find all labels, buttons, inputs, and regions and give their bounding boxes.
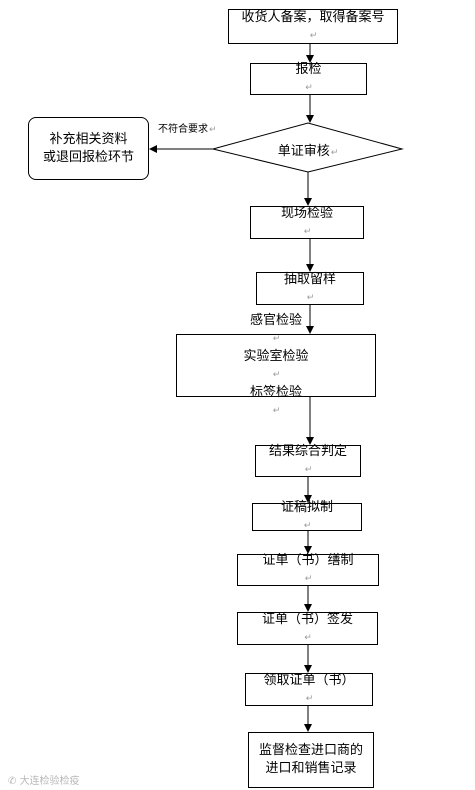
node-draft-text: 证稿拟制 — [280, 500, 333, 515]
paragraph-mark: ↵ — [304, 465, 313, 475]
edge-label-noncompliant-text: 不符合要求 — [158, 124, 208, 135]
node-supervise: 监督检查进口商的 进口和销售记录 — [248, 732, 374, 788]
node-inspections: 感官检验 ↵ 实验室检验 ↵ 标签检验 ↵ — [176, 313, 376, 416]
node-sampling: 抽取留样 ↵ — [256, 272, 364, 305]
paragraph-mark: ↵ — [272, 333, 281, 344]
node-review: 单证审核↵ — [250, 138, 366, 160]
paragraph-mark: ↵ — [304, 574, 313, 584]
paragraph-mark: ↵ — [330, 147, 339, 158]
watermark-text: 大连检验检疫 — [19, 776, 80, 787]
paragraph-mark: ↵ — [303, 226, 312, 237]
node-judgement: 结果综合判定 ↵ — [255, 444, 361, 477]
paragraph-mark: ↵ — [309, 30, 318, 41]
node-supervise-line1: 监督检查进口商的 — [258, 743, 363, 758]
paragraph-mark: ↵ — [303, 521, 312, 531]
watermark: ✆ 大连检验检疫 — [8, 772, 80, 787]
node-sensory-text: 感官检验 — [249, 312, 302, 328]
paragraph-mark: ↵ — [272, 369, 281, 380]
edge-label-noncompliant: 不符合要求↵ — [158, 120, 217, 135]
node-filing-text: 收货人备案，取得备案号 — [241, 9, 385, 25]
node-supervise-line2: 进口和销售记录 — [265, 761, 357, 776]
paragraph-mark: ↵ — [272, 405, 281, 416]
node-collect: 领取证单（书） ↵ — [245, 673, 373, 706]
node-label-text: 标签检验 — [249, 384, 302, 400]
node-sampling-text: 抽取留样 — [283, 271, 336, 287]
node-apply: 报检 ↵ — [250, 62, 367, 95]
node-filing: 收货人备案，取得备案号 ↵ — [228, 9, 398, 44]
review-decision-diamond — [212, 122, 404, 173]
node-onsite-text: 现场检验 — [280, 205, 333, 221]
node-supplement: 补充相关资料 或退回报检环节 — [28, 117, 149, 180]
node-judgement-text: 结果综合判定 — [268, 444, 347, 459]
paragraph-mark: ↵ — [306, 292, 315, 303]
node-collect-text: 领取证单（书） — [263, 672, 355, 688]
node-sign-text: 证单（书）签发 — [261, 611, 353, 627]
node-prepare-text: 证单（书）缮制 — [262, 553, 354, 568]
node-review-text: 单证审核 — [277, 143, 330, 159]
paragraph-mark: ↵ — [305, 693, 314, 704]
node-supplement-line2: 或退回报检环节 — [42, 149, 134, 165]
paragraph-mark: ↵ — [304, 632, 312, 643]
paragraph-mark: ↵ — [305, 83, 313, 93]
node-lab-text: 实验室检验 — [243, 348, 309, 364]
watermark-logo-icon: ✆ — [8, 776, 20, 787]
paragraph-mark: ↵ — [209, 125, 217, 135]
node-prepare: 证单（书）缮制 ↵ — [237, 553, 379, 586]
node-sign: 证单（书）签发 ↵ — [237, 612, 378, 645]
node-supplement-line1: 补充相关资料 — [49, 131, 128, 147]
node-apply-text: 报检 — [295, 62, 322, 77]
node-draft: 证稿拟制 ↵ — [252, 500, 362, 531]
node-onsite: 现场检验 ↵ — [250, 206, 364, 239]
